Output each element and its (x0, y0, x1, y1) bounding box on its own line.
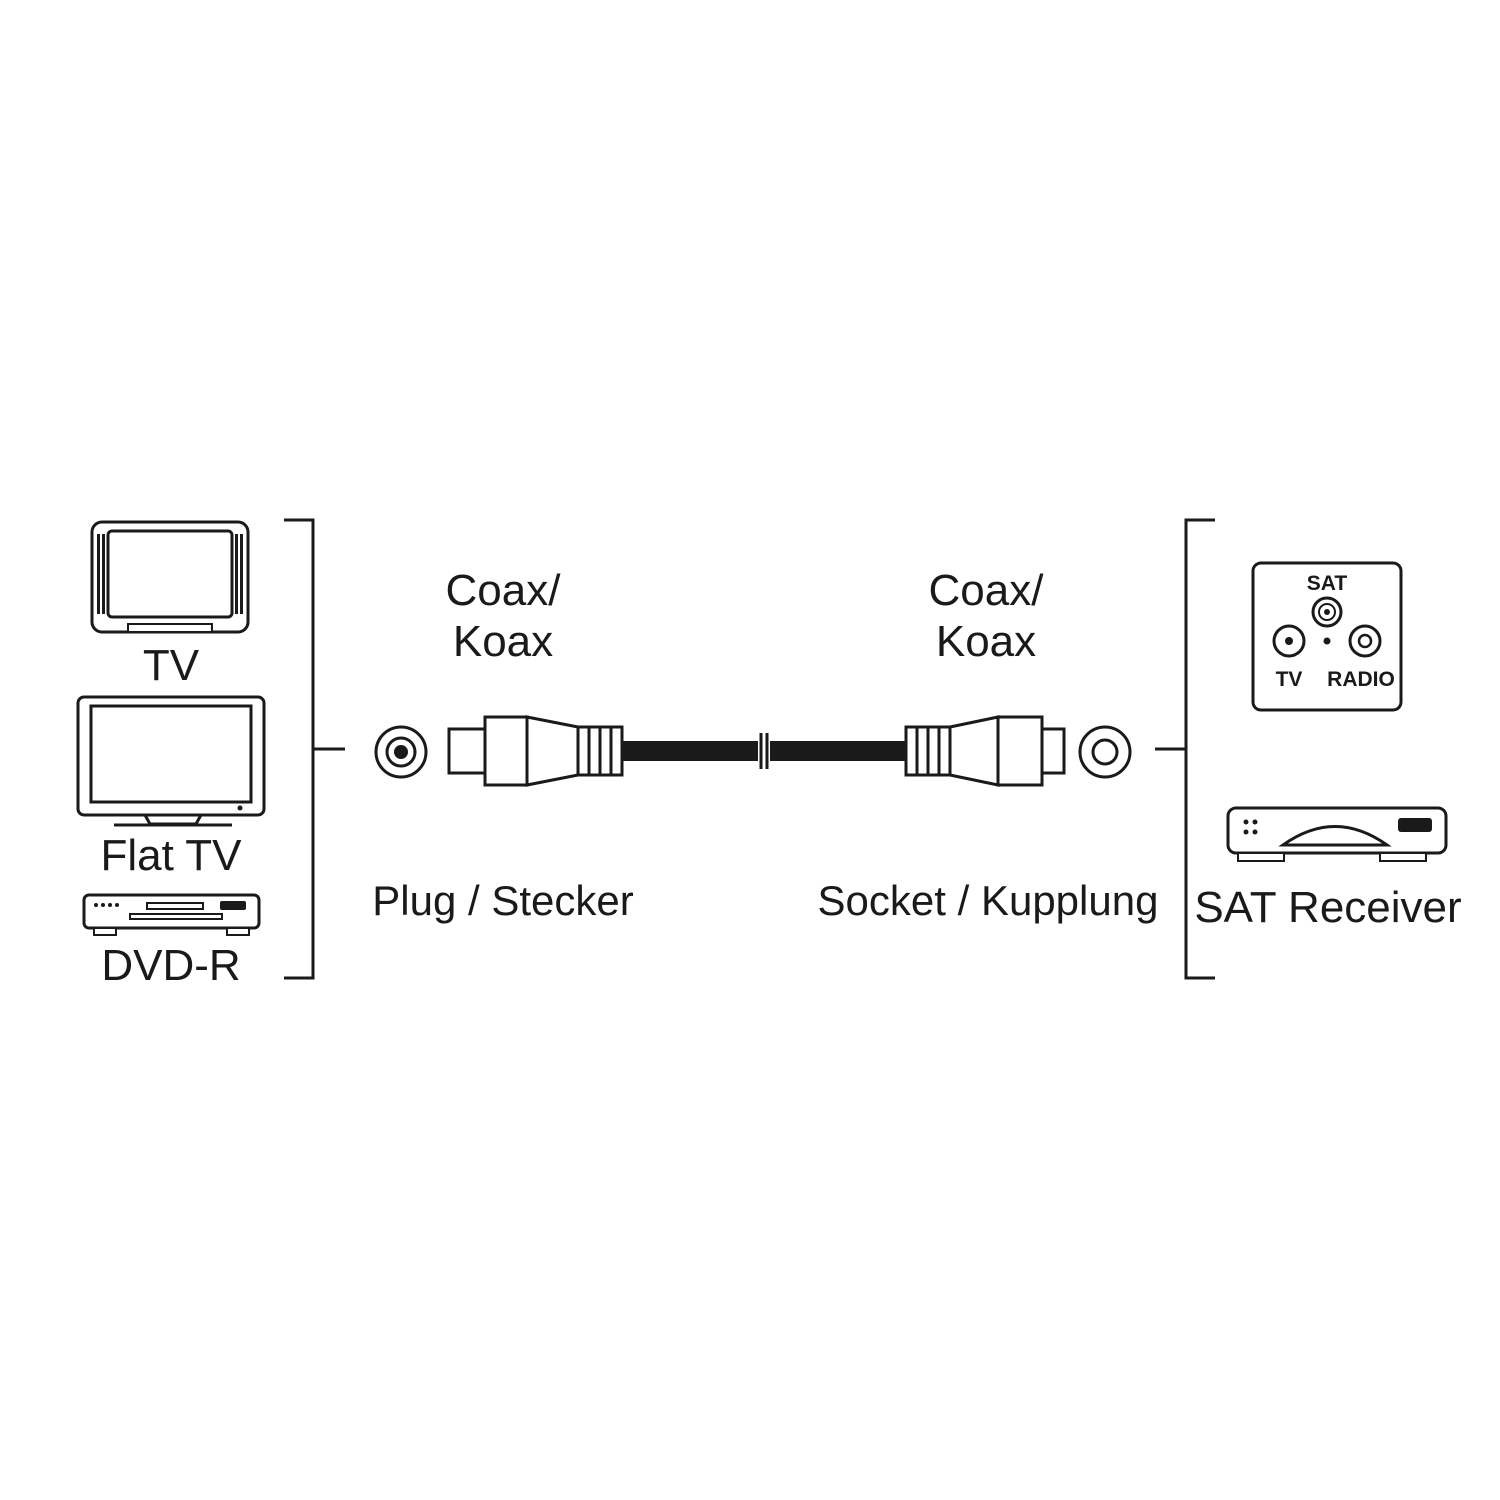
wall-socket-icon (1251, 561, 1403, 712)
left-coax-label-line1: Coax/ (446, 566, 562, 615)
socket-label: Socket / Kupplung (818, 877, 1159, 924)
plug-connector-icon (447, 715, 624, 787)
wall-socket-radio-label: RADIO (1327, 668, 1395, 691)
socket-connector-icon (904, 715, 1066, 787)
wall-socket-sat-label: SAT (1307, 572, 1348, 595)
left-bracket (284, 518, 345, 980)
tv-label: TV (143, 641, 200, 690)
plug-face-icon (374, 725, 428, 779)
left-coax-label-line2: Koax (453, 617, 553, 666)
dvd-r-label: DVD-R (101, 941, 240, 990)
right-coax-label-line2: Koax (936, 617, 1036, 666)
flat-tv-icon (76, 695, 266, 827)
sat-receiver-label: SAT Receiver (1194, 883, 1461, 932)
flat-tv-label: Flat TV (100, 831, 242, 880)
socket-face-icon (1078, 725, 1132, 779)
crt-tv-icon (90, 520, 250, 634)
plug-label: Plug / Stecker (372, 877, 633, 924)
right-bracket (1155, 518, 1215, 980)
sat-receiver-icon (1226, 806, 1448, 862)
dvd-recorder-icon (82, 893, 261, 936)
wall-socket-tv-label: TV (1276, 668, 1303, 691)
coax-cable (622, 733, 906, 769)
right-coax-label-line1: Coax/ (929, 566, 1045, 615)
